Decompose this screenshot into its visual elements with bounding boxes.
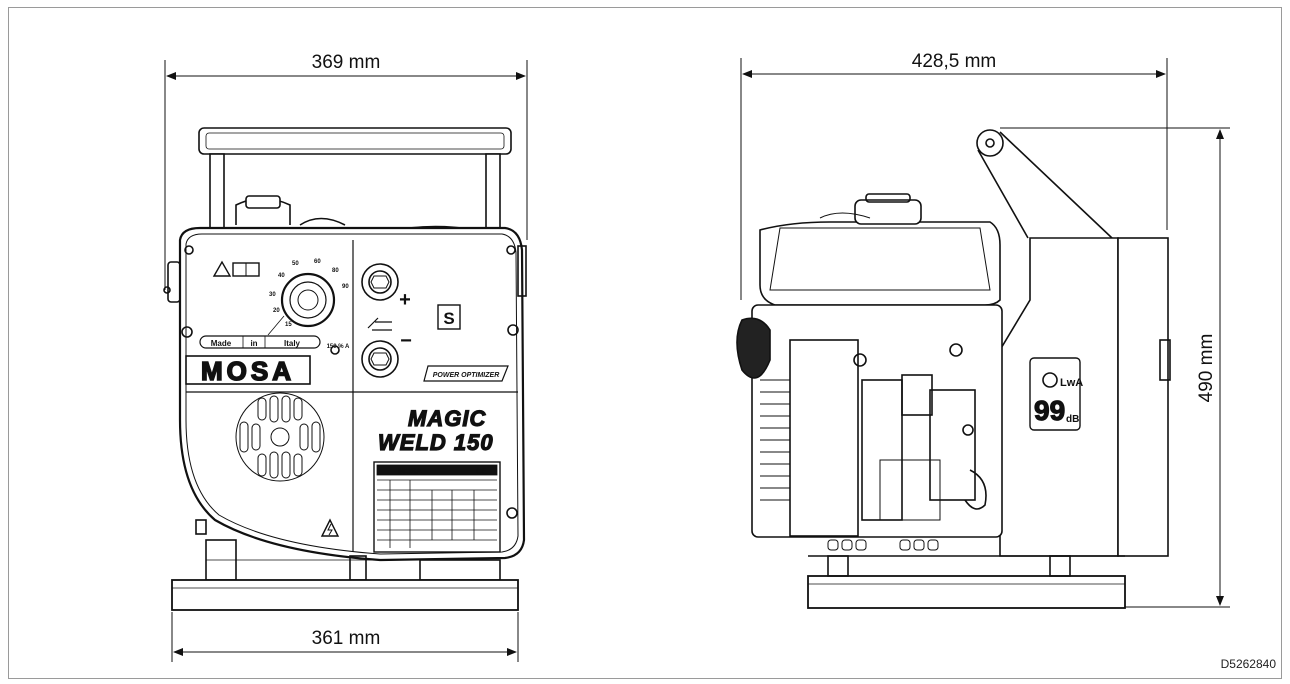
- model-name-line2: WELD 150: [378, 430, 494, 455]
- dimension-front-width-label: 369 mm: [312, 52, 381, 73]
- nameplate-brand: MOSA: [398, 467, 422, 476]
- side-view: [736, 129, 1171, 609]
- dial-tick-4: 50: [292, 261, 299, 267]
- dimension-height-label: 490 mm: [1196, 334, 1217, 403]
- power-optimizer-badge: POWER OPTIMIZER: [433, 372, 500, 379]
- nameplate-ce: CE: [476, 467, 488, 476]
- dial-tick-0: 15: [285, 322, 292, 328]
- dial-tick-2: 30: [269, 292, 276, 298]
- cooling-fins: [760, 379, 790, 501]
- s-mark: S: [443, 309, 454, 328]
- dial-tick-1: 20: [273, 308, 280, 314]
- dimension-side-width: [740, 58, 1168, 300]
- noise-value: 99: [1034, 395, 1065, 426]
- dimension-base-width-label: 361 mm: [312, 628, 381, 649]
- dial-tick-3: 40: [278, 273, 285, 279]
- drawing-code: D5262840: [1221, 657, 1277, 671]
- dial-tick-7: 90: [342, 284, 349, 290]
- model-name-line1: MAGIC: [408, 406, 486, 431]
- dimension-height: [1000, 127, 1230, 608]
- noise-label: LwA: [1060, 377, 1083, 389]
- minus-terminal-label: −: [400, 330, 412, 352]
- drawing-frame: [8, 7, 1282, 679]
- rating-plate: [373, 461, 501, 553]
- dial-tick-5: 60: [314, 259, 321, 265]
- dimension-base-width: [171, 612, 519, 662]
- base-vents: [827, 539, 939, 551]
- made-in-label-1: Made: [211, 339, 232, 348]
- amp-max-label: 150 % A: [327, 344, 350, 350]
- plus-terminal-label: +: [399, 289, 411, 311]
- brand-logo: MOSA: [201, 356, 295, 386]
- dial-tick-6: 80: [332, 268, 339, 274]
- vent-grille: [235, 392, 325, 482]
- made-in-label-2: in: [250, 339, 257, 348]
- dimension-side-width-label: 428,5 mm: [912, 51, 996, 72]
- dimension-front-width: [164, 60, 528, 290]
- front-view: [163, 127, 527, 611]
- made-in-label-3: Italy: [284, 339, 301, 348]
- noise-unit: dB: [1066, 414, 1079, 425]
